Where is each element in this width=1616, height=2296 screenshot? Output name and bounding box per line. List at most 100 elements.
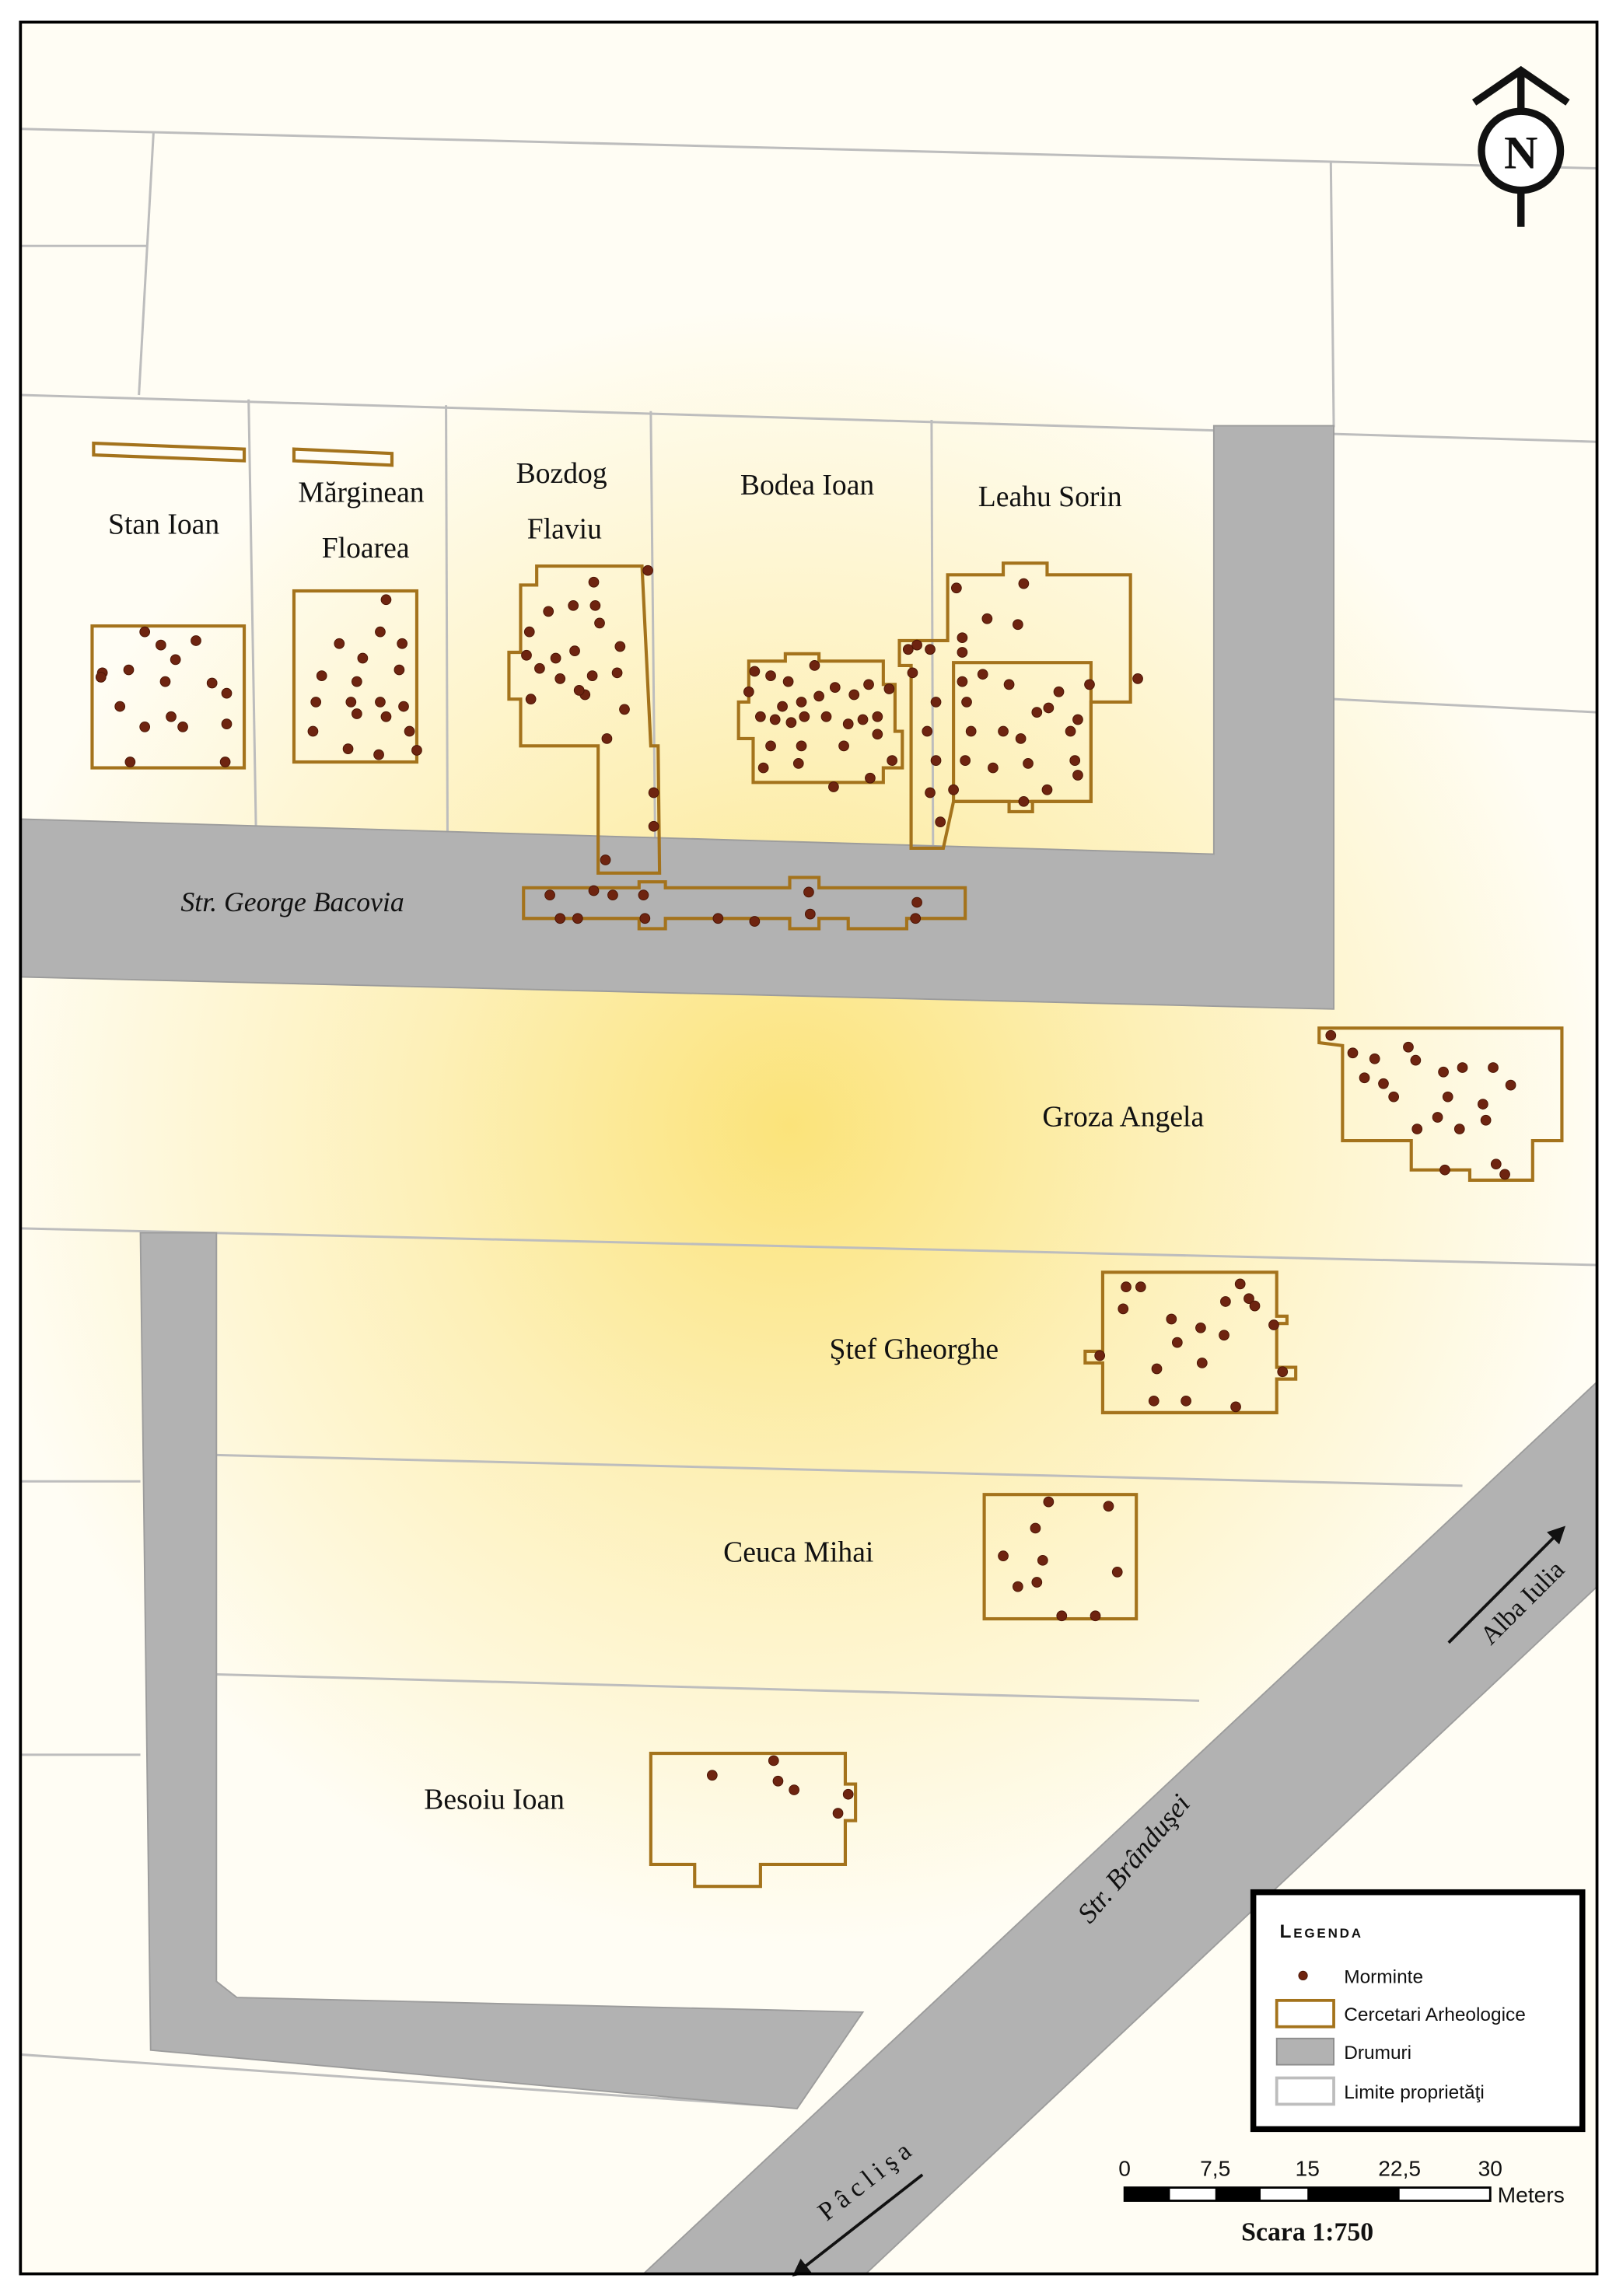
burial-marker <box>965 725 977 737</box>
burial-symbol-icon <box>1298 1970 1308 1980</box>
legend: Legenda Morminte Cercetari Arheologice D… <box>1250 1889 1586 2133</box>
road-symbol-icon <box>1275 2037 1334 2066</box>
burial-marker <box>911 896 922 908</box>
burial-marker <box>829 682 841 693</box>
burial-marker <box>1094 1350 1106 1361</box>
scale-tick: 0 <box>1118 2156 1131 2181</box>
burial-marker <box>639 913 651 924</box>
burial-marker <box>554 913 566 924</box>
owner-label: Bodea Ioan <box>740 469 875 501</box>
burial-marker <box>554 673 566 684</box>
burial-marker <box>765 670 776 681</box>
burial-marker <box>123 664 135 676</box>
burial-marker <box>925 644 936 655</box>
burial-marker <box>1053 686 1065 697</box>
burial-marker <box>586 670 598 681</box>
burial-marker <box>310 697 322 708</box>
burial-marker <box>803 886 814 898</box>
burial-marker <box>219 757 231 767</box>
burial-marker <box>307 725 319 737</box>
scale-tick: 30 <box>1478 2156 1502 2181</box>
burial-marker <box>755 711 766 722</box>
burial-marker <box>857 714 869 725</box>
burial-marker <box>1121 1281 1132 1293</box>
burial-marker <box>1069 755 1081 767</box>
burial-marker <box>221 718 233 730</box>
burial-marker <box>342 743 354 754</box>
scale-unit: Meters <box>1498 2182 1565 2207</box>
burial-marker <box>796 740 807 752</box>
burial-marker <box>1012 619 1023 631</box>
burial-marker <box>95 672 107 683</box>
burial-marker <box>1072 714 1083 725</box>
legend-item: Cercetari Arheologice <box>1344 2004 1526 2025</box>
legend-item: Limite proprietăţi <box>1344 2082 1485 2103</box>
burial-marker <box>768 1755 779 1767</box>
burial-marker <box>373 749 384 760</box>
burial-marker <box>411 745 422 756</box>
burial-marker <box>809 660 820 671</box>
burial-marker <box>1388 1091 1400 1103</box>
burial-marker <box>749 666 761 677</box>
burial-marker <box>1171 1337 1183 1348</box>
scale-tick: 7,5 <box>1200 2156 1230 2181</box>
burial-marker <box>799 711 810 722</box>
burial-marker <box>139 626 151 638</box>
map-frame <box>19 20 1599 2276</box>
owner-label: Bozdog <box>516 457 607 490</box>
burial-marker <box>957 647 968 658</box>
burial-marker <box>1457 1062 1468 1073</box>
burial-marker <box>743 686 754 697</box>
burial-marker <box>820 711 832 722</box>
burial-marker <box>1230 1401 1241 1413</box>
owner-labels: Stan Ioan Mărginean Floarea Bozdog Flavi… <box>108 457 1204 1816</box>
scale-caption: Scara 1:750 <box>1241 2217 1373 2246</box>
burial-marker <box>572 913 583 924</box>
burial-marker <box>588 576 600 588</box>
burial-marker <box>550 652 561 664</box>
burial-marker <box>838 740 849 752</box>
roads <box>19 425 1598 2275</box>
burial-marker <box>848 689 860 701</box>
burial-marker <box>863 679 874 690</box>
burial-marker <box>1151 1363 1163 1375</box>
burial-marker <box>887 755 897 767</box>
burial-marker <box>757 762 769 774</box>
burial-marker <box>804 908 816 920</box>
burial-marker <box>521 649 532 661</box>
burial-marker <box>948 784 959 795</box>
burial-marker <box>345 697 357 708</box>
burial-marker <box>981 613 993 624</box>
burial-marker <box>1234 1278 1246 1290</box>
burial-marker <box>1072 770 1083 781</box>
burial-marker <box>988 762 999 774</box>
owner-label: Ceuca Mihai <box>723 1536 873 1569</box>
burial-marker <box>785 717 797 729</box>
burial-marker <box>872 711 883 722</box>
burial-marker <box>1166 1313 1177 1325</box>
burial-marker <box>1031 1577 1043 1588</box>
burial-marker <box>642 564 653 576</box>
burial-marker <box>357 652 369 664</box>
burial-marker <box>1148 1395 1160 1407</box>
burial-marker <box>957 632 968 644</box>
burial-marker <box>1111 1566 1123 1578</box>
burial-marker <box>1219 1330 1229 1341</box>
burial-marker <box>170 654 181 666</box>
excavation-symbol-icon <box>1275 1998 1335 2029</box>
scale-tick: 15 <box>1296 2156 1320 2181</box>
burial-marker <box>573 685 585 696</box>
burial-marker <box>1453 1124 1465 1134</box>
burial-marker <box>712 913 724 924</box>
burial-marker <box>1249 1300 1261 1312</box>
burial-marker <box>1043 702 1055 714</box>
burial-marker <box>1410 1054 1422 1066</box>
burial-marker <box>749 916 761 927</box>
arrow-icon <box>792 2259 812 2277</box>
burial-marker <box>1432 1112 1443 1123</box>
burial-marker <box>1439 1164 1450 1176</box>
burial-marker <box>1015 733 1027 744</box>
owner-label: Besoiu Ioan <box>424 1784 565 1816</box>
